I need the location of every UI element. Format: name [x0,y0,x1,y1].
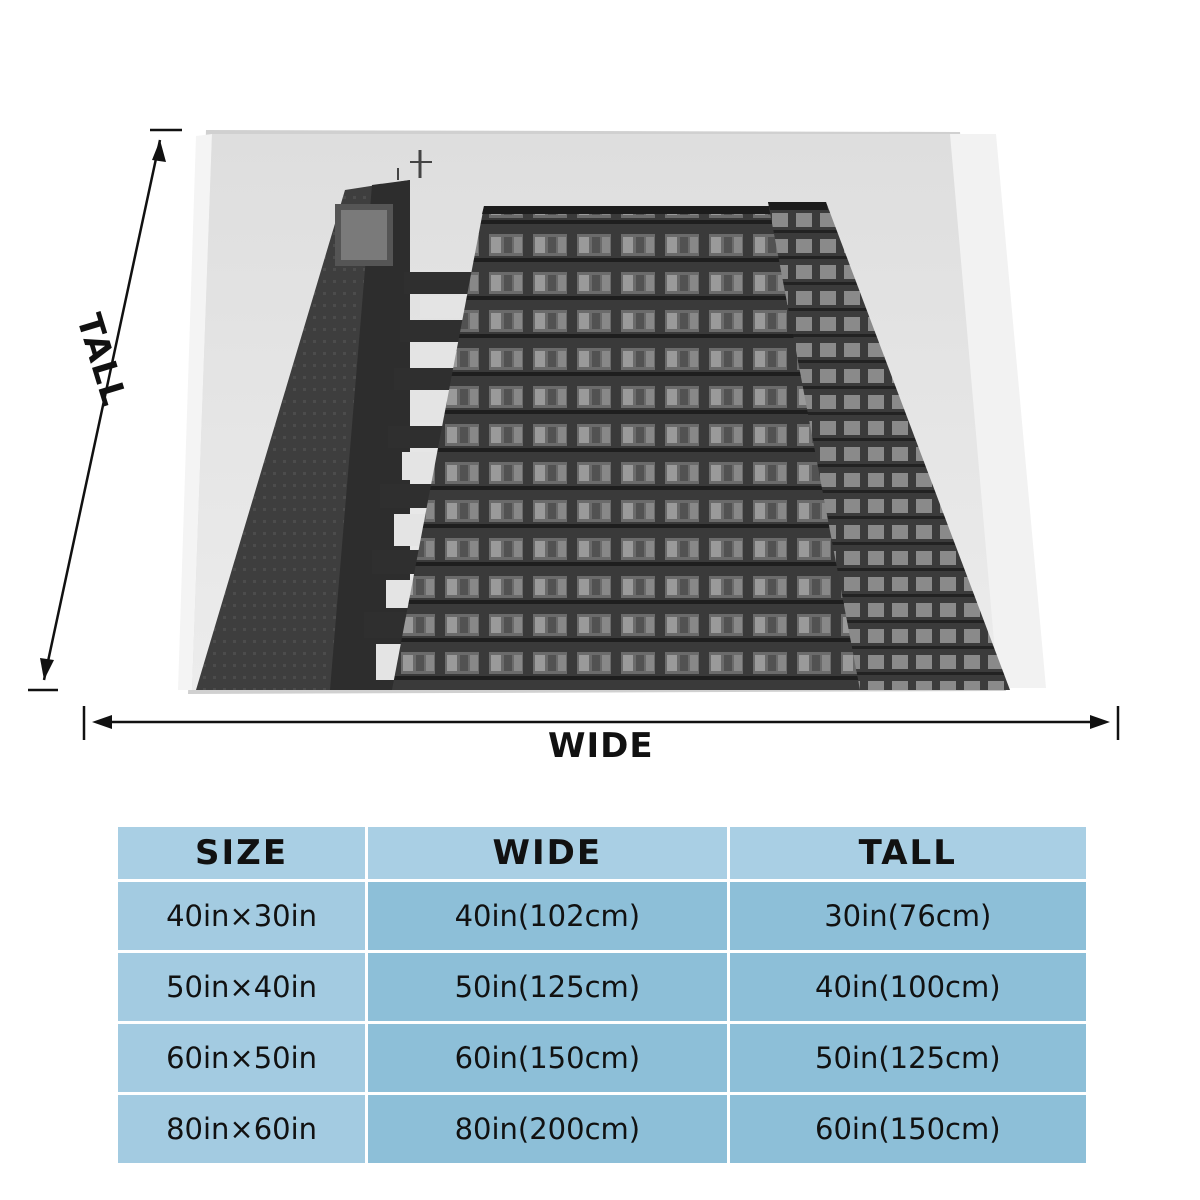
table-row: 50in×40in 50in(125cm) 40in(100cm) [118,953,1086,1021]
wide-label: WIDE [548,726,654,766]
size-cell: 60in×50in [118,1024,366,1092]
tall-dimension-arrow [28,128,182,692]
header-size: SIZE [118,827,366,879]
header-wide: WIDE [368,827,727,879]
blanket-border-strip [950,134,1046,688]
blanket-border-left [178,134,212,690]
tall-cell: 60in(150cm) [729,1095,1086,1163]
wide-cell: 80in(200cm) [368,1095,727,1163]
size-cell: 80in×60in [118,1095,366,1163]
main-tower [392,206,870,690]
header-tall: TALL [729,827,1086,879]
table-row: 60in×50in 60in(150cm) 50in(125cm) [118,1024,1086,1092]
blanket-illustration [28,128,1120,740]
size-cell: 50in×40in [118,953,366,1021]
table-row: 40in×30in 40in(102cm) 30in(76cm) [118,882,1086,950]
tall-cell: 50in(125cm) [729,1024,1086,1092]
wide-cell: 60in(150cm) [368,1024,727,1092]
size-chart-table: SIZE WIDE TALL 40in×30in 40in(102cm) 30i… [115,824,1089,1166]
size-cell: 40in×30in [118,882,366,950]
tall-cell: 30in(76cm) [729,882,1086,950]
wide-cell: 40in(102cm) [368,882,727,950]
table-row: 80in×60in 80in(200cm) 60in(150cm) [118,1095,1086,1163]
tall-cell: 40in(100cm) [729,953,1086,1021]
wide-cell: 50in(125cm) [368,953,727,1021]
side-block [768,202,1010,690]
wide-dimension-arrow [82,706,1120,740]
size-chart-header-row: SIZE WIDE TALL [118,827,1086,879]
